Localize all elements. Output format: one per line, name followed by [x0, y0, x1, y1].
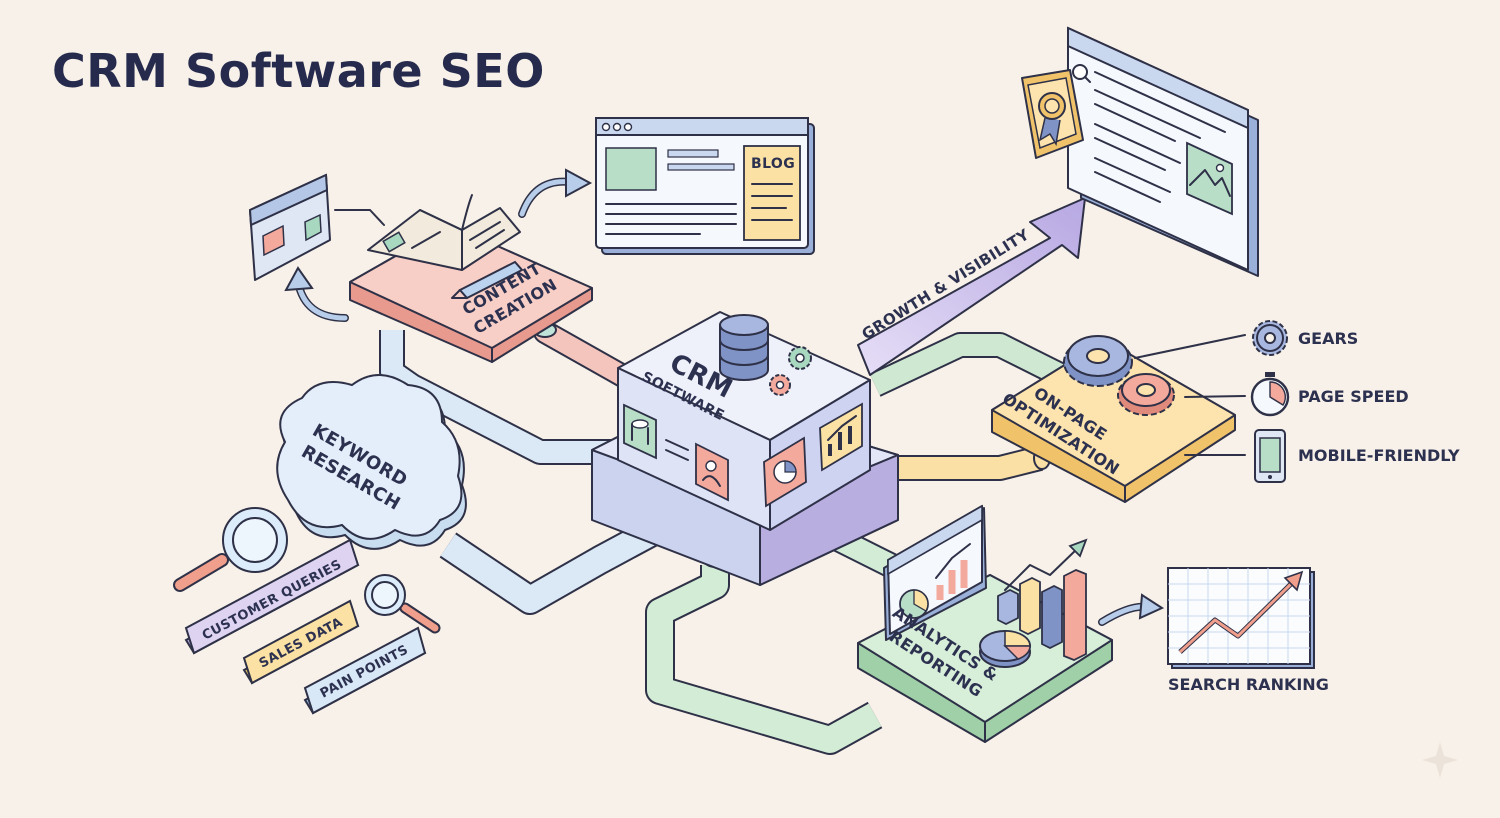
sparkle-icon	[1422, 742, 1458, 778]
contact-card-icon	[665, 439, 729, 502]
page-title: CRM Software SEO	[52, 44, 545, 98]
image-icon	[1186, 141, 1233, 216]
feature-label: MOBILE-FRIENDLY	[1298, 446, 1460, 465]
web-page-card-icon	[248, 173, 385, 281]
search-ranking-label: SEARCH RANKING	[1168, 675, 1329, 694]
magnifier-icon	[173, 507, 288, 592]
gear-icon	[1063, 335, 1133, 387]
search-icon	[1072, 64, 1088, 80]
window-dot-icon	[612, 122, 622, 132]
bar-chart-icon	[997, 538, 1088, 661]
curved-arrow-icon	[518, 168, 593, 218]
content-creation-node: CONTENT CREATION	[349, 194, 593, 363]
search-ranking-chart: SEARCH RANKING	[1167, 567, 1329, 694]
gear-icon	[788, 346, 812, 370]
blog-browser-window: BLOG	[595, 117, 815, 255]
feature-label: GEARS	[1298, 329, 1358, 348]
bar-chart-tile-icon	[819, 402, 863, 472]
window-dot-icon	[623, 122, 633, 132]
pie-chart-icon	[979, 630, 1031, 668]
pie-chart-tile-icon	[763, 436, 807, 508]
gear-icon	[1252, 320, 1288, 356]
growth-label: GROWTH & VISIBILITY	[859, 225, 1034, 343]
blog-label: BLOG	[751, 156, 795, 172]
small-magnifier-icon	[364, 574, 441, 634]
gear-icon	[769, 374, 791, 396]
award-badge-icon	[1021, 69, 1084, 159]
keyword-research-node: KEYWORD RESEARCH	[276, 374, 467, 550]
feature-page-speed: PAGE SPEED	[1250, 372, 1409, 417]
pipe-content-to-crm	[533, 320, 642, 392]
database-tile-icon	[623, 403, 657, 460]
crm-software-node: CRM SOFTWARE	[591, 311, 899, 586]
window-dot-icon	[601, 122, 611, 132]
search-results-window	[1067, 26, 1259, 277]
feature-gears: GEARS	[1252, 320, 1358, 356]
stopwatch-icon	[1250, 372, 1290, 417]
feature-mobile-friendly: MOBILE-FRIENDLY	[1254, 429, 1460, 483]
mobile-phone-icon	[1254, 429, 1286, 483]
database-icon	[719, 314, 769, 381]
data-source-label: PAIN POINTS	[318, 642, 411, 701]
analytics-reporting-node: ANALYTICS & REPORTING	[857, 504, 1165, 743]
on-page-optimization-node: ON-PAGE OPTIMIZATION	[991, 334, 1246, 503]
feature-label: PAGE SPEED	[1298, 387, 1409, 406]
pen-icon	[458, 260, 524, 300]
gear-icon	[1117, 373, 1175, 416]
dashboard-panel-icon	[883, 504, 987, 641]
curved-arrow-icon	[284, 266, 349, 322]
